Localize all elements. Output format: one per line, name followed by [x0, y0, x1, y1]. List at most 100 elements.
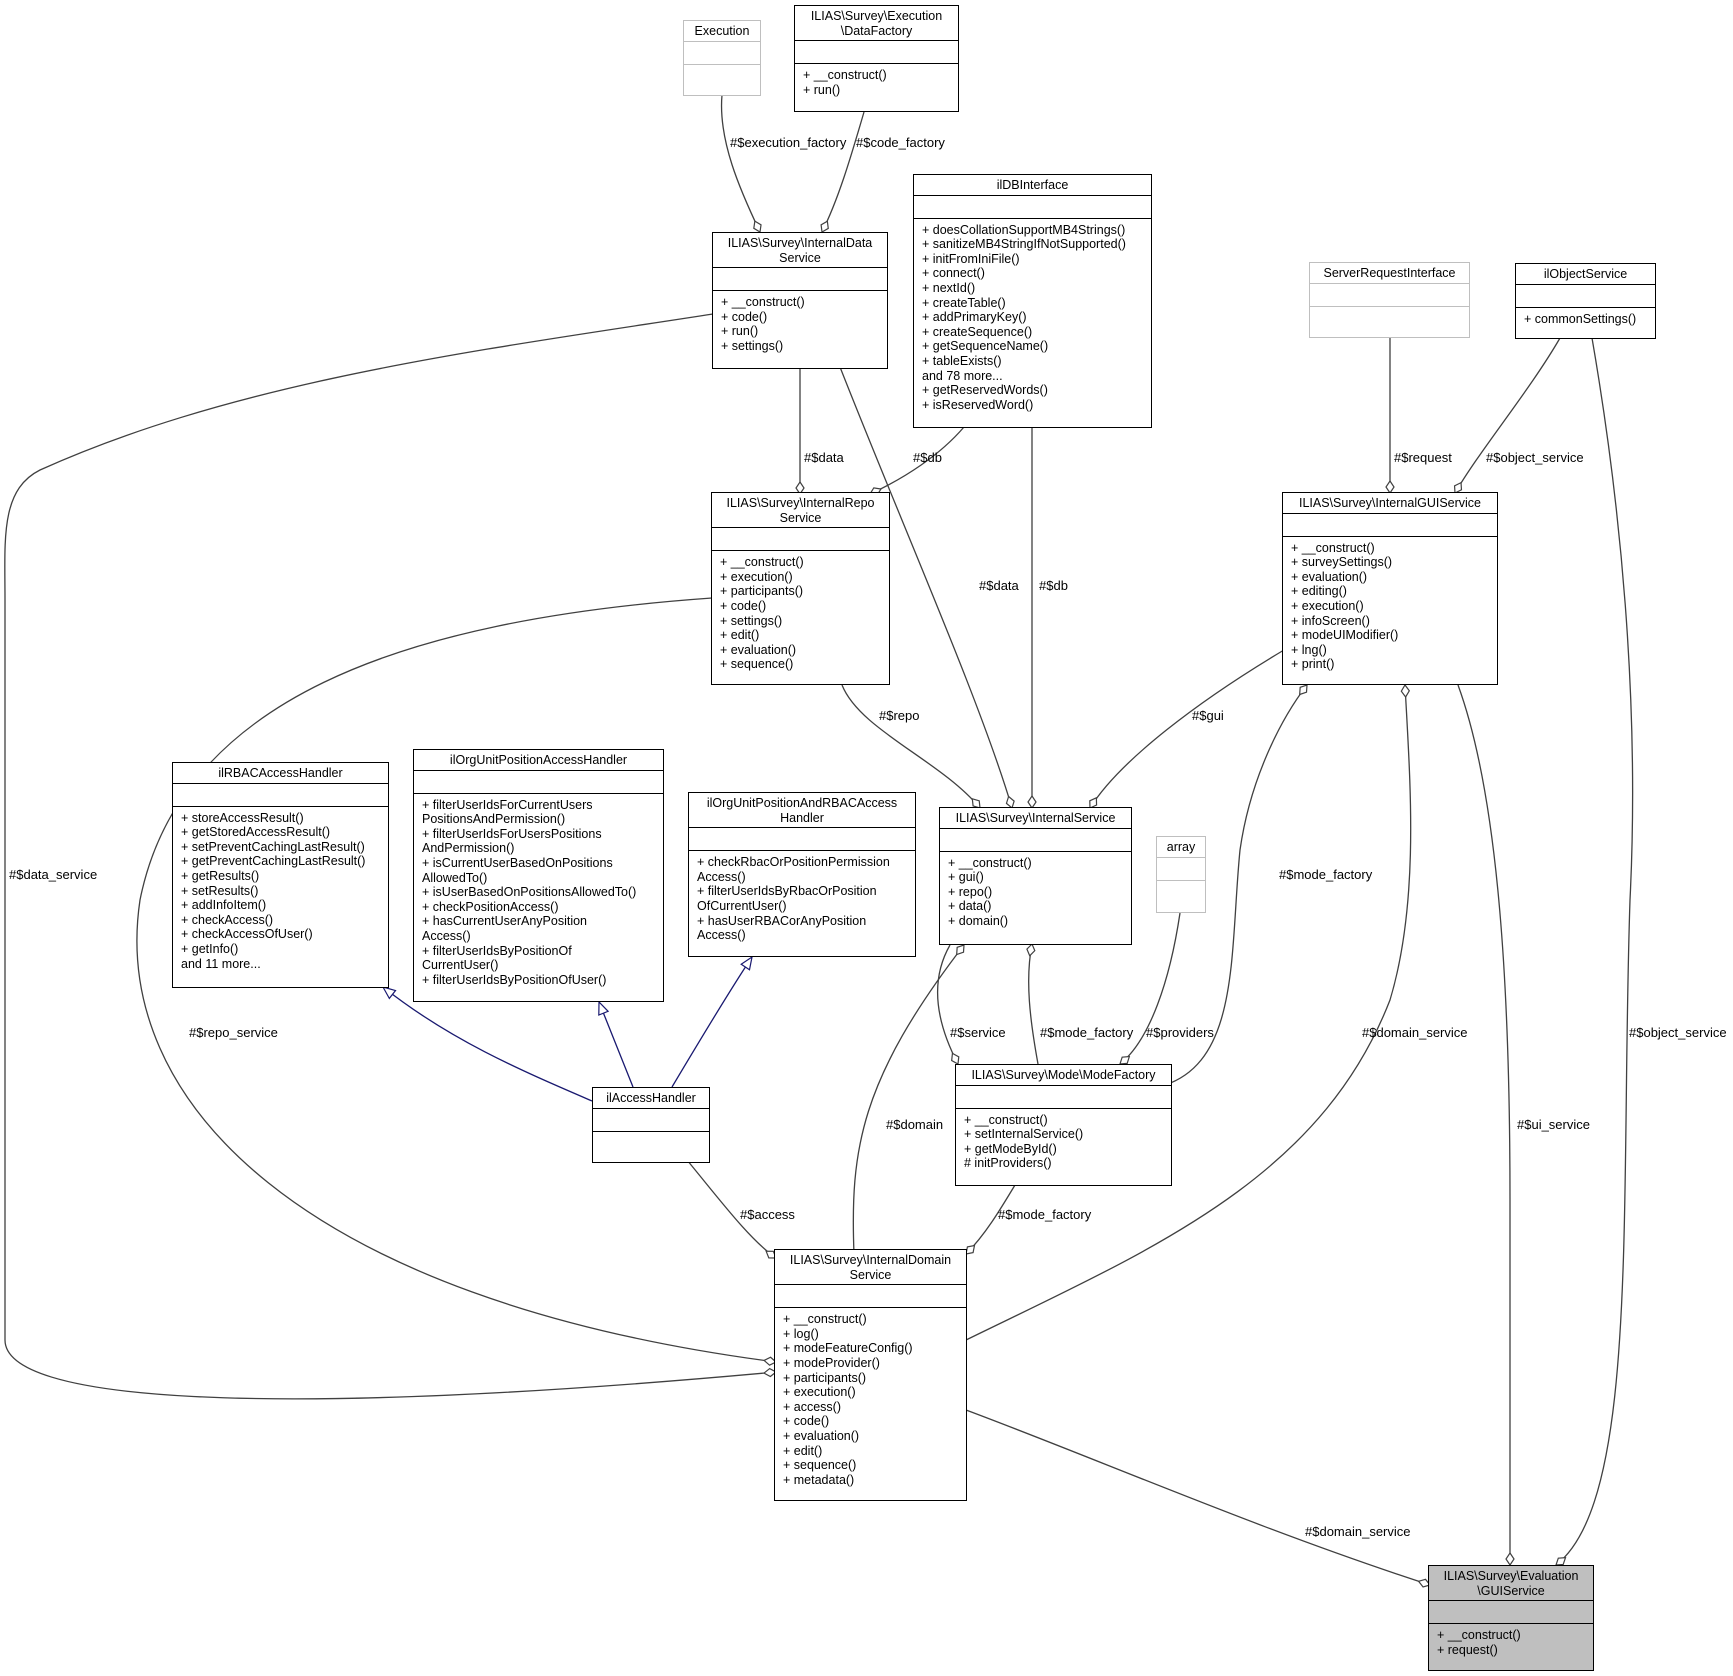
attributes-compartment — [689, 828, 915, 852]
edge-label-repo-service: #$repo_service — [189, 1025, 278, 1040]
method-entry: Access() — [697, 869, 746, 884]
method-entry: + __construct() — [803, 68, 887, 83]
edge-label-gui: #$gui — [1192, 708, 1224, 723]
edge-repo — [841, 684, 980, 808]
edge-execution-factory — [720, 94, 760, 232]
class-name-line: ILIAS\Survey\Mode\ModeFactory — [971, 1068, 1156, 1082]
class-node-server-request-interface[interactable]: ServerRequestInterface — [1309, 262, 1470, 338]
class-node-array[interactable]: array — [1156, 836, 1206, 913]
class-node-mode-factory[interactable]: ILIAS\Survey\Mode\ModeFactory + __constru… — [955, 1064, 1172, 1186]
method-entry: + getReservedWords() — [922, 383, 1048, 398]
class-node-ilrbac-access-handler[interactable]: ilRBACAccessHandler+ storeAccessResult()… — [172, 762, 389, 988]
attributes-compartment — [795, 41, 958, 65]
class-name: Execution — [684, 21, 760, 42]
class-name-line: Service — [779, 250, 821, 265]
class-node-execution[interactable]: Execution — [683, 20, 761, 96]
method-entry: + settings() — [720, 613, 783, 628]
method-entry: AllowedTo() — [422, 870, 488, 885]
method-entry: + edit() — [783, 1443, 823, 1458]
edge-label-domain-service-gui: #$domain_service — [1362, 1025, 1468, 1040]
class-node-internal-gui-service[interactable]: ILIAS\Survey\InternalGUIService + __const… — [1282, 492, 1498, 685]
method-entry: + modeFeatureConfig() — [783, 1341, 913, 1356]
class-node-evaluation-gui-service[interactable]: ILIAS\Survey\Evaluation\GUIService+ __co… — [1428, 1565, 1594, 1671]
method-entry: + connect() — [922, 266, 985, 281]
method-entry: + addInfoItem() — [181, 898, 267, 913]
edge-label-mode-factory-domain: #$mode_factory — [998, 1207, 1092, 1222]
methods-compartment: + __construct()+ code()+ run()+ settings… — [713, 291, 887, 357]
edge-providers — [1120, 912, 1181, 1064]
method-entry: + __construct() — [720, 555, 804, 570]
edge-object-service-eval — [1556, 337, 1634, 1565]
method-entry: Access() — [422, 928, 471, 943]
method-entry: + checkRbacOrPositionPermission — [697, 855, 890, 870]
method-entry: + filterUserIdsByPositionOfUser() — [422, 972, 607, 987]
method-entry: + metadata() — [783, 1472, 855, 1487]
class-node-execution-datafactory[interactable]: ILIAS\Survey\Execution\DataFactory+ __co… — [794, 5, 959, 112]
edge-object-service-gui — [1455, 337, 1561, 493]
class-name-line: ILIAS\Survey\InternalGUIService — [1298, 496, 1482, 510]
class-name: ilDBInterface — [914, 175, 1151, 196]
methods-compartment: + __construct()+ run() — [795, 64, 958, 101]
method-entry: + execution() — [1291, 598, 1364, 613]
method-entry: + initFromIniFile() — [922, 251, 1020, 266]
method-entry: + getModeById() — [964, 1141, 1057, 1156]
methods-compartment — [1310, 307, 1469, 315]
attributes-compartment — [414, 771, 663, 794]
method-entry: + createTable() — [922, 295, 1006, 310]
method-entry: CurrentUser() — [422, 958, 499, 973]
edge-label-object-service-gui: #$object_service — [1486, 450, 1584, 465]
class-name-line: ilOrgUnitPositionAndRBACAccess — [706, 796, 898, 810]
class-node-ilorgunit-position-access-handler[interactable]: ilOrgUnitPositionAccessHandler + filterUs… — [413, 749, 664, 1002]
class-node-ilobjectservice[interactable]: ilObjectService+ commonSettings() — [1515, 263, 1656, 339]
class-name-line: ServerRequestInterface — [1323, 266, 1456, 280]
edge-data-internal — [839, 366, 1012, 808]
edge-code-factory — [822, 111, 865, 232]
edge-repo-service — [136, 597, 776, 1362]
edge-label-domain: #$domain — [886, 1117, 943, 1132]
class-name-line: ILIAS\Survey\InternalService — [955, 811, 1116, 825]
method-entry: + evaluation() — [1291, 569, 1368, 584]
edge-inherit-orgunit — [599, 1002, 634, 1088]
edge-label-execution-factory: #$execution_factory — [730, 135, 847, 150]
class-node-internal-service[interactable]: ILIAS\Survey\InternalService+ __construc… — [939, 807, 1132, 945]
method-entry: + createSequence() — [922, 324, 1033, 339]
method-entry: + __construct() — [1291, 540, 1375, 555]
methods-compartment: + __construct()+ setInternalService()+ g… — [956, 1109, 1171, 1175]
class-name: ILIAS\Survey\InternalService — [940, 808, 1131, 829]
method-entry: + hasCurrentUserAnyPosition — [422, 914, 588, 929]
edge-domain-service-gui — [965, 685, 1412, 1341]
method-entry: + modeProvider() — [783, 1355, 880, 1370]
method-entry: PositionsAndPermission() — [422, 812, 566, 827]
class-node-ildbinterface[interactable]: ilDBInterface + doesCollationSupportMB4St… — [913, 174, 1152, 428]
edge-label-providers: #$providers — [1146, 1025, 1214, 1040]
edge-mode-factory-domain — [966, 1184, 1016, 1254]
method-entry: + isReservedWord() — [922, 397, 1034, 412]
class-node-ilaccesshandler[interactable]: ilAccessHandler — [592, 1087, 710, 1163]
method-entry: + code() — [720, 598, 767, 613]
edge-db-repo — [870, 426, 965, 494]
edge-label-ui-service: #$ui_service — [1517, 1117, 1590, 1132]
edge-label-service: #$service — [950, 1025, 1006, 1040]
method-entry: + data() — [948, 899, 992, 914]
method-entry: + checkPositionAccess() — [422, 899, 559, 914]
attributes-compartment — [713, 268, 887, 292]
attributes-compartment — [684, 42, 760, 65]
method-entry: and 78 more... — [922, 368, 1003, 383]
method-entry: + nextId() — [922, 280, 976, 295]
method-entry: + log() — [783, 1326, 819, 1341]
class-name: ilAccessHandler — [593, 1088, 709, 1109]
class-name-line: ilOrgUnitPositionAccessHandler — [449, 753, 628, 767]
methods-compartment: + storeAccessResult()+ getStoredAccessRe… — [173, 807, 388, 976]
attributes-compartment — [173, 784, 388, 807]
method-entry: + execution() — [720, 569, 793, 584]
method-entry: + print() — [1291, 657, 1335, 672]
method-entry: + doesCollationSupportMB4Strings() — [922, 222, 1126, 237]
edge-domain — [852, 945, 964, 1255]
methods-compartment — [684, 65, 760, 73]
